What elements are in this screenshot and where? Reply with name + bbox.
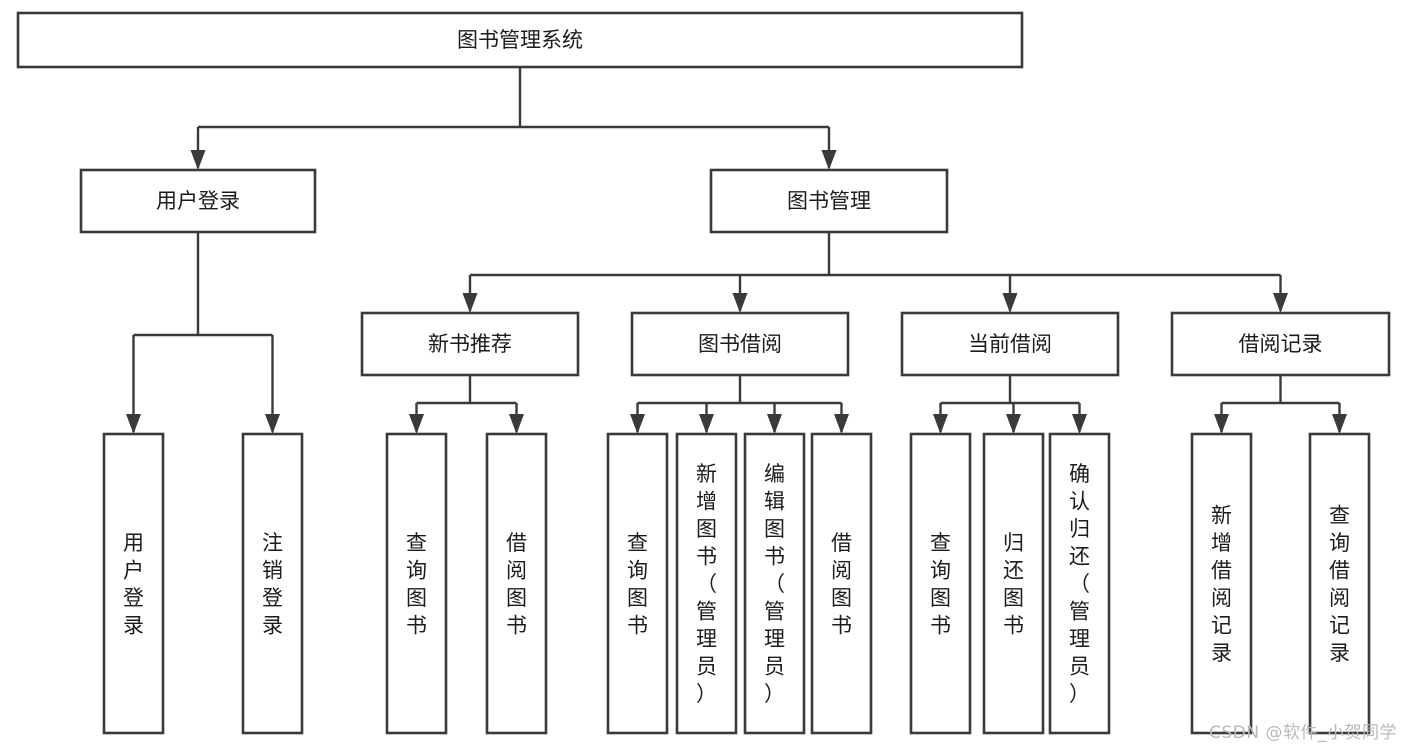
arrow-head-icon [821, 150, 837, 170]
node-l3-当前借阅[interactable]: 当前借阅 [900, 311, 1120, 377]
node-l3-图书借阅-label: 图书借阅 [698, 332, 782, 356]
node-leaf-借阅图书-box [810, 432, 873, 735]
watermark-label: CSDN @软件_小贺同学 [1209, 723, 1397, 743]
node-leaf-查询图书[interactable]: 查询图书 [385, 432, 448, 735]
node-leaf-编辑图书管理员-label: 编辑图书（管理员） [764, 462, 785, 706]
arrow-head-icon [630, 414, 645, 434]
node-leaf-查询图书-label: 查询图书 [627, 531, 648, 638]
arrow-head-icon [1273, 293, 1288, 313]
arrow-head-icon [767, 414, 782, 434]
node-l3-图书借阅-box [630, 311, 850, 377]
node-leaf-新增图书管理员-label: 新增图书（管理员） [696, 462, 717, 706]
node-l3-新书推荐[interactable]: 新书推荐 [360, 311, 580, 377]
node-l2-图书管理-box [709, 168, 949, 234]
node-leaf-查询借阅记录-label: 查询借阅记录 [1329, 503, 1350, 665]
node-l3-借阅记录-label: 借阅记录 [1239, 332, 1323, 356]
node-root-图书管理系统-box [16, 11, 1024, 69]
arrow-head-icon [1214, 414, 1229, 434]
arrow-head-icon [409, 414, 424, 434]
arrow-head-icon [1072, 414, 1087, 434]
node-leaf-注销登录[interactable]: 注销登录 [241, 432, 304, 735]
node-l2-图书管理-label: 图书管理 [787, 189, 871, 213]
node-leaf-借阅图书-label: 借阅图书 [506, 531, 527, 638]
arrow-head-icon [126, 414, 141, 434]
arrow-head-icon [732, 293, 748, 313]
node-l3-图书借阅[interactable]: 图书借阅 [630, 311, 850, 377]
node-leaf-用户登录[interactable]: 用户登录 [102, 432, 165, 735]
node-leaf-借阅图书[interactable]: 借阅图书 [485, 432, 548, 735]
node-leaf-确认归还管理员[interactable]: 确认归还（管理员） [1048, 432, 1111, 735]
node-leaf-新增借阅记录[interactable]: 新增借阅记录 [1190, 432, 1253, 735]
node-leaf-新增借阅记录-label: 新增借阅记录 [1211, 503, 1232, 665]
arrow-head-icon [265, 414, 280, 434]
node-l3-借阅记录[interactable]: 借阅记录 [1170, 311, 1391, 377]
node-leaf-归还图书-box [982, 432, 1045, 735]
node-l3-当前借阅-label: 当前借阅 [968, 332, 1052, 356]
node-l3-新书推荐-label: 新书推荐 [428, 332, 512, 356]
arrow-head-icon [933, 414, 948, 434]
node-leaf-归还图书[interactable]: 归还图书 [982, 432, 1045, 735]
arrow-head-icon [699, 414, 714, 434]
node-root-图书管理系统[interactable]: 图书管理系统 [16, 11, 1024, 69]
node-leaf-确认归还管理员-box [1048, 432, 1111, 735]
node-l3-新书推荐-box [360, 311, 580, 377]
node-l2-图书管理[interactable]: 图书管理 [709, 168, 949, 234]
node-leaf-注销登录-label: 注销登录 [262, 531, 283, 638]
node-leaf-借阅图书-label: 借阅图书 [831, 531, 852, 638]
arrow-head-icon [1006, 414, 1021, 434]
node-leaf-注销登录-box [241, 432, 304, 735]
node-leaf-编辑图书管理员-box [743, 432, 806, 735]
node-leaf-查询图书-box [385, 432, 448, 735]
node-leaf-查询图书[interactable]: 查询图书 [909, 432, 972, 735]
node-leaf-借阅图书[interactable]: 借阅图书 [810, 432, 873, 735]
node-leaf-确认归还管理员-label: 确认归还（管理员） [1069, 462, 1090, 706]
node-l2-用户登录-label: 用户登录 [156, 189, 240, 213]
node-leaf-编辑图书管理员[interactable]: 编辑图书（管理员） [743, 432, 806, 735]
arrow-head-icon [1332, 414, 1347, 434]
arrow-head-icon [834, 414, 849, 434]
node-leaf-查询图书-box [909, 432, 972, 735]
arrow-head-icon [1002, 293, 1018, 313]
node-l2-用户登录[interactable]: 用户登录 [79, 168, 317, 234]
node-l3-当前借阅-box [900, 311, 1120, 377]
arrow-head-icon [190, 150, 206, 170]
node-leaf-查询图书-box [606, 432, 669, 735]
node-leaf-查询图书-label: 查询图书 [930, 531, 951, 638]
arrow-head-icon [462, 293, 478, 313]
node-leaf-新增借阅记录-box [1190, 432, 1253, 735]
node-leaf-查询图书[interactable]: 查询图书 [606, 432, 669, 735]
node-leaf-借阅图书-box [485, 432, 548, 735]
node-leaf-新增图书管理员-box [675, 432, 738, 735]
node-leaf-用户登录-box [102, 432, 165, 735]
connector-edges [126, 67, 1347, 434]
node-leaf-查询借阅记录-box [1308, 432, 1371, 735]
node-leaf-查询图书-label: 查询图书 [406, 531, 427, 638]
arrow-head-icon [509, 414, 524, 434]
node-boxes: 图书管理系统用户登录图书管理用户登录注销登录新书推荐查询图书借阅图书图书借阅查询… [16, 11, 1391, 735]
node-leaf-用户登录-label: 用户登录 [123, 531, 144, 638]
node-leaf-新增图书管理员[interactable]: 新增图书（管理员） [675, 432, 738, 735]
node-leaf-归还图书-label: 归还图书 [1003, 531, 1024, 638]
node-leaf-查询借阅记录[interactable]: 查询借阅记录 [1308, 432, 1371, 735]
node-root-图书管理系统-label: 图书管理系统 [457, 28, 583, 52]
node-l2-用户登录-box [79, 168, 317, 234]
node-l3-借阅记录-box [1170, 311, 1391, 377]
